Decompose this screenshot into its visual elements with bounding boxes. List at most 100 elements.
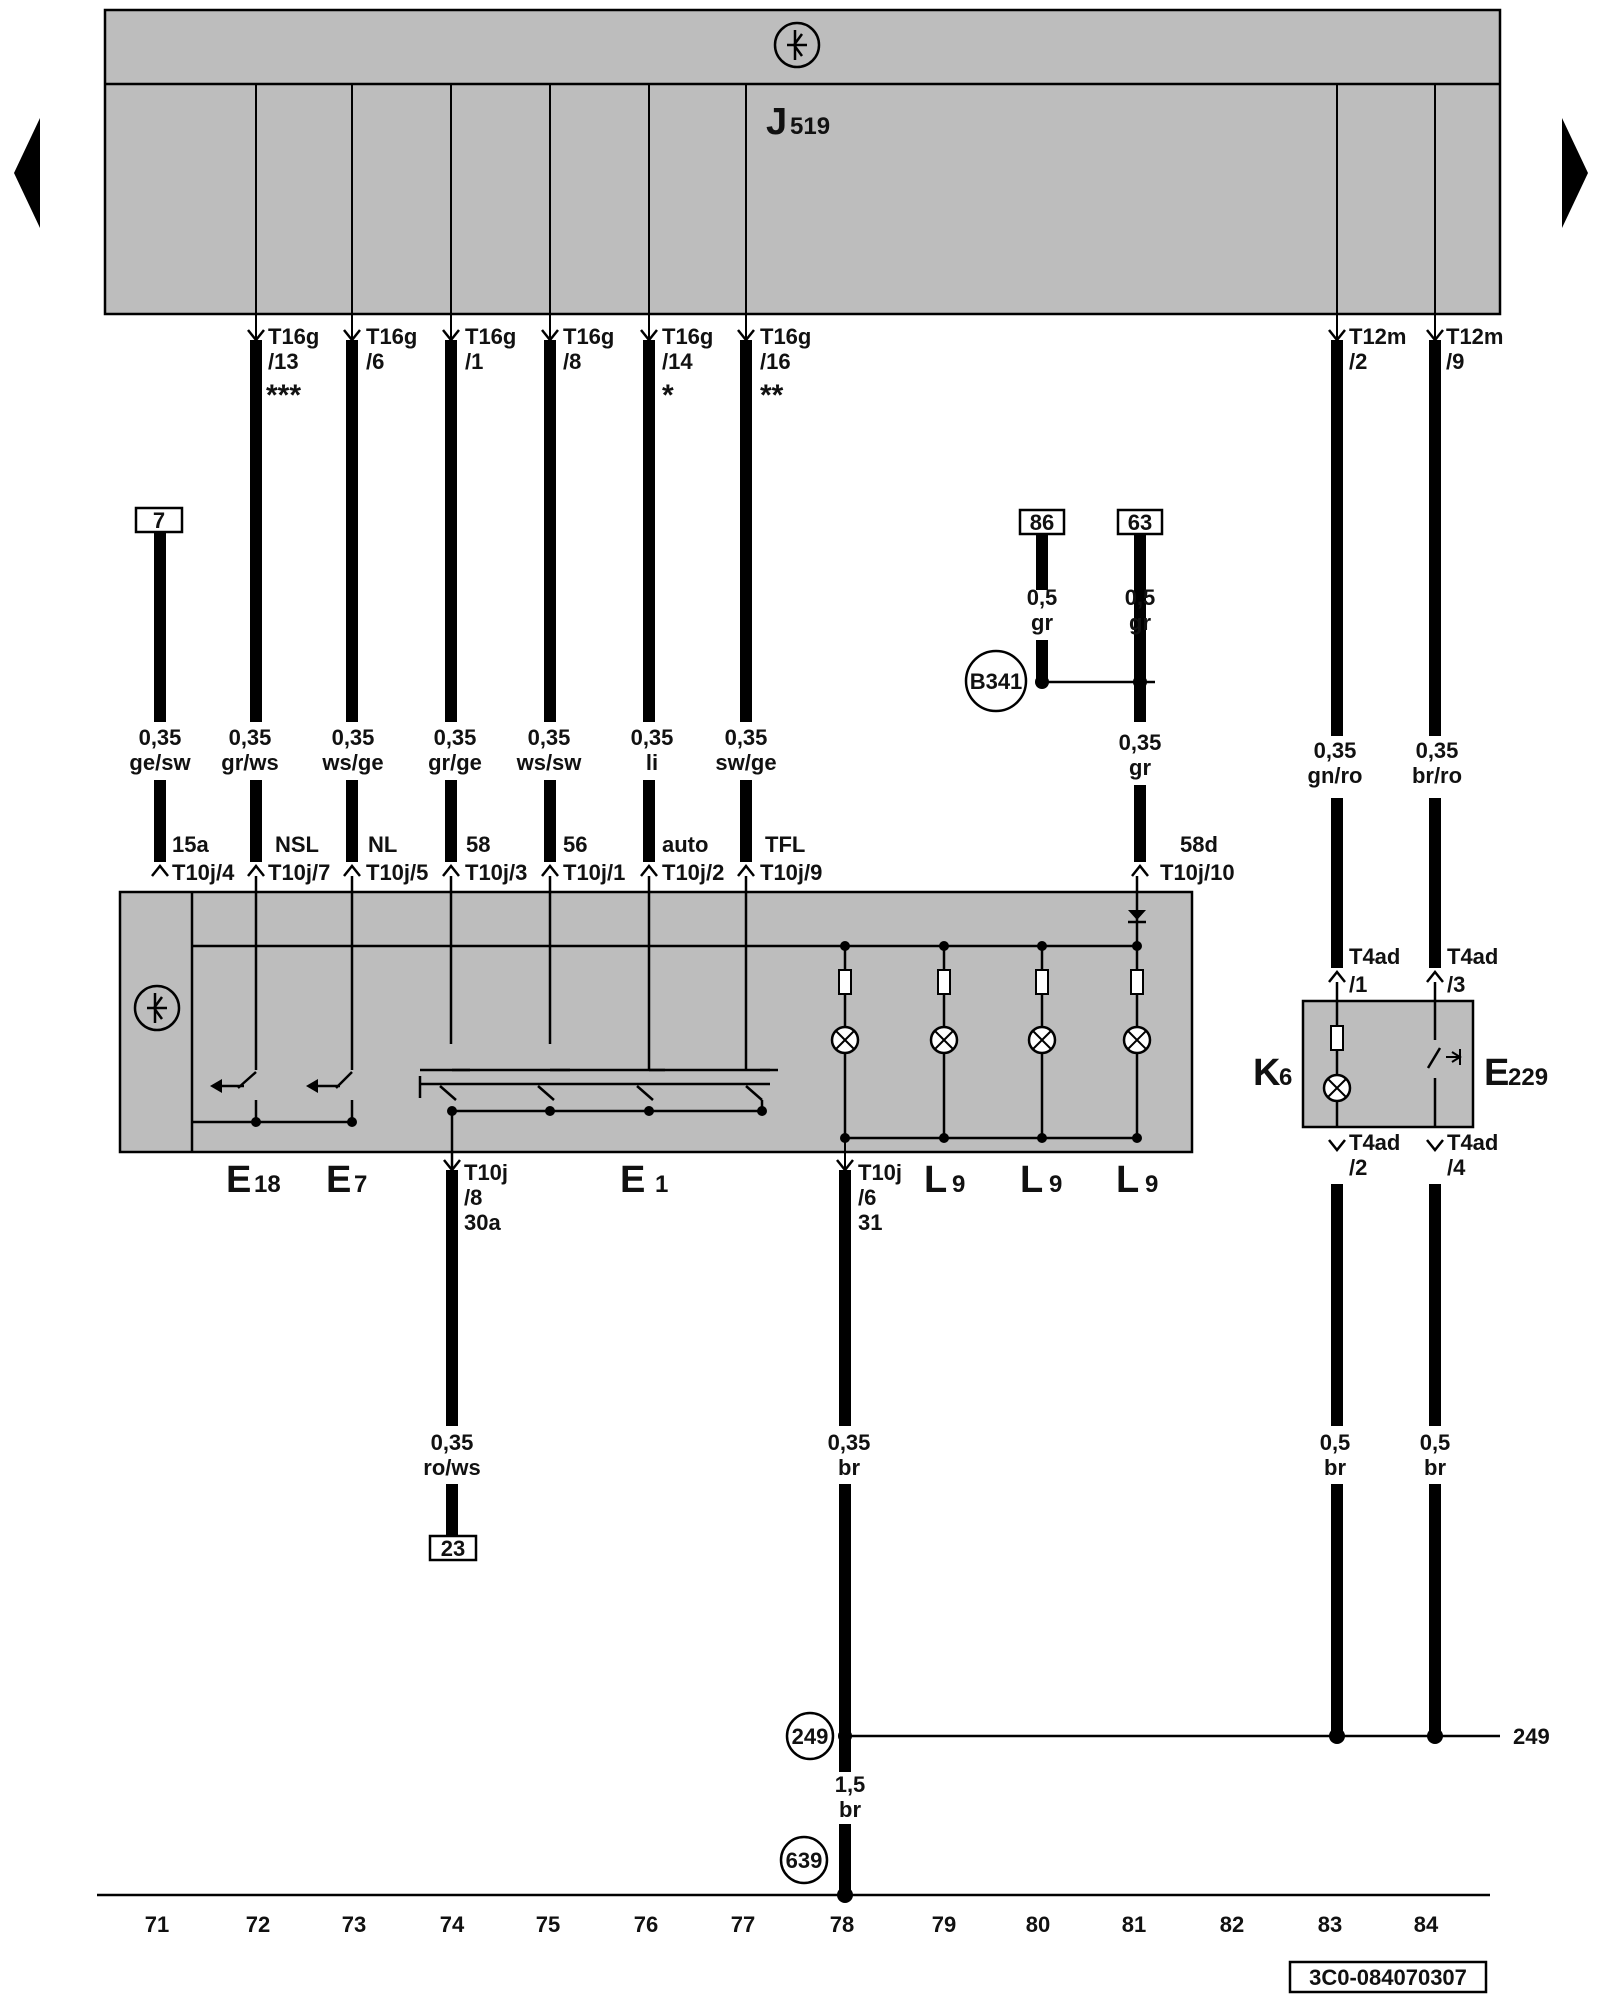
svg-text:63: 63 <box>1128 510 1152 535</box>
svg-text:T10j/10: T10j/10 <box>1160 860 1235 885</box>
component-name: E <box>326 1159 351 1201</box>
switch-connector-arrows <box>151 863 1444 983</box>
reference-box[interactable]: 86 <box>1018 508 1066 536</box>
wire-color: ws/ge <box>321 750 383 775</box>
connector-pin: /16 <box>760 349 791 374</box>
svg-text:58d: 58d <box>1180 832 1218 857</box>
svg-text:/6: /6 <box>858 1185 876 1210</box>
svg-text:74: 74 <box>440 1912 465 1937</box>
connector-label: T12m <box>1349 324 1406 349</box>
component-sub: 7 <box>354 1171 367 1198</box>
svg-text:72: 72 <box>246 1912 270 1937</box>
wire-color: br <box>838 1455 860 1480</box>
wire-size: 0,35 <box>431 1430 474 1455</box>
wire-color: br <box>1324 1455 1346 1480</box>
wire-color: gr/ws <box>221 750 278 775</box>
component-name: K <box>1253 1052 1281 1094</box>
module-name: J <box>766 101 787 143</box>
reference-box[interactable]: 23 <box>428 1534 478 1562</box>
next-page-arrow-icon[interactable] <box>1562 118 1588 228</box>
svg-text:T10j/7: T10j/7 <box>268 860 330 885</box>
svg-text:/4: /4 <box>1447 1155 1466 1180</box>
svg-text:82: 82 <box>1220 1912 1244 1937</box>
connector-pin: /9 <box>1446 349 1464 374</box>
wire-size: 0,35 <box>229 725 272 750</box>
svg-text:86: 86 <box>1030 510 1054 535</box>
component-name: E <box>1484 1052 1509 1094</box>
wire-color: li <box>646 750 658 775</box>
wire-color: ro/ws <box>423 1455 480 1480</box>
wire-color: ws/sw <box>516 750 583 775</box>
lamp-group-l9 <box>830 941 1152 1143</box>
connector-pin: /8 <box>563 349 581 374</box>
svg-text:NSL: NSL <box>275 832 319 857</box>
wire-size: 0,5 <box>1125 585 1156 610</box>
component-sub: 9 <box>952 1171 965 1198</box>
component-sub: 9 <box>1049 1171 1062 1198</box>
wire-size: 0,35 <box>631 725 674 750</box>
wire-color: br <box>839 1797 861 1822</box>
component-sub: 18 <box>254 1171 281 1198</box>
footnote-mark: * <box>662 379 674 412</box>
junction-label: 249 <box>792 1724 829 1749</box>
svg-text:T10j/5: T10j/5 <box>366 860 428 885</box>
wire-color: gr <box>1129 755 1151 780</box>
wire-color: gr <box>1031 610 1053 635</box>
ground-junction-249: 249 249 <box>785 1711 1550 1761</box>
wire-color: sw/ge <box>715 750 776 775</box>
connector-pin: /13 <box>268 349 299 374</box>
wire-size: 0,35 <box>332 725 375 750</box>
svg-text:7: 7 <box>153 508 165 533</box>
wire-color: br <box>1424 1455 1446 1480</box>
svg-text:23: 23 <box>441 1536 465 1561</box>
svg-text:TFL: TFL <box>765 832 805 857</box>
svg-text:83: 83 <box>1318 1912 1342 1937</box>
wire-color: ge/sw <box>129 750 191 775</box>
svg-text:71: 71 <box>145 1912 169 1937</box>
connector-label: T16g <box>465 324 516 349</box>
switch-internal-wiring <box>192 876 1146 1168</box>
wire-size: 0,35 <box>139 725 182 750</box>
component-name: L <box>924 1159 947 1201</box>
connector-label: T16g <box>662 324 713 349</box>
module-connector-arrows <box>247 314 1444 343</box>
svg-text:T4ad: T4ad <box>1447 944 1498 969</box>
wire-size: 0,35 <box>1416 738 1459 763</box>
component-name: E <box>620 1159 645 1201</box>
svg-text:3C0-084070307: 3C0-084070307 <box>1309 1965 1467 1990</box>
wire-size: 0,5 <box>1027 585 1058 610</box>
svg-text:T10j/3: T10j/3 <box>465 860 527 885</box>
footnote-mark: *** <box>266 379 301 412</box>
connector-pin: /2 <box>1349 349 1367 374</box>
wire-size: 0,5 <box>1420 1430 1451 1455</box>
wire-color: gn/ro <box>1308 763 1363 788</box>
switch-terminal-labels: 15a T10j/4 NSL T10j/7 NL T10j/5 58 T10j/… <box>172 832 1235 885</box>
svg-text:73: 73 <box>342 1912 366 1937</box>
wires-upper <box>154 340 1441 736</box>
svg-text:79: 79 <box>932 1912 956 1937</box>
k6-terminal-labels: T4ad /1 T4ad /3 T4ad /2 T4ad /4 <box>1328 944 1498 1180</box>
reference-box[interactable]: 63 <box>1116 508 1164 536</box>
grid-numbers: 71 72 73 74 75 76 77 78 79 80 81 82 83 8… <box>97 1893 1490 1937</box>
svg-text:31: 31 <box>858 1210 882 1235</box>
component-name: E <box>226 1159 251 1201</box>
component-sub: 9 <box>1145 1171 1158 1198</box>
switch-bottom-terminals: T10j /8 30a T10j /6 31 <box>443 1138 902 1235</box>
prev-page-arrow-icon[interactable] <box>14 118 40 228</box>
reference-box[interactable]: 7 <box>134 506 184 534</box>
component-labels: E 18 E 7 E 1 L 9 L 9 L 9 <box>226 1159 1158 1201</box>
svg-text:58: 58 <box>466 832 490 857</box>
svg-text:80: 80 <box>1026 1912 1050 1937</box>
control-unit-symbol-icon <box>133 984 181 1032</box>
svg-text:56: 56 <box>563 832 587 857</box>
wire-color: gr <box>1129 610 1151 635</box>
module-internal-lines <box>255 84 1436 314</box>
svg-text:T4ad: T4ad <box>1349 944 1400 969</box>
svg-text:T4ad: T4ad <box>1447 1130 1498 1155</box>
wire-size: 0,35 <box>434 725 477 750</box>
component-sub: 1 <box>655 1171 668 1198</box>
wire-size: 0,35 <box>1314 738 1357 763</box>
control-unit-symbol-icon <box>773 21 821 69</box>
light-switch-housing <box>118 890 1194 1154</box>
wire-size: 0,35 <box>725 725 768 750</box>
